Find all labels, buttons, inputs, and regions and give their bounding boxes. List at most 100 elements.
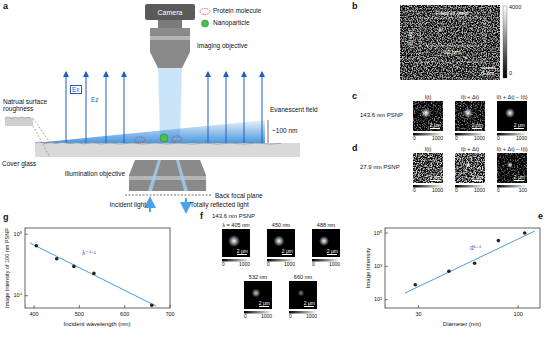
scale-label: 2 μm xyxy=(430,123,441,128)
scale-bar xyxy=(481,67,495,68)
annotation-label: 4000 xyxy=(509,4,521,10)
scale-label: 2 μm xyxy=(282,249,293,254)
annotation-label: 10⁵ xyxy=(14,231,22,237)
annotation-label: 0 xyxy=(509,70,512,76)
scale-label: 2 μm xyxy=(237,249,248,254)
tile-heading: I(t) xyxy=(425,94,432,100)
annotation-label: 10³ xyxy=(374,263,382,269)
annotation-label: 1000 xyxy=(306,314,317,320)
scale-label: 2 μm xyxy=(514,123,525,128)
incident-beam xyxy=(148,160,161,191)
annotation-label: Back focal plane xyxy=(215,192,263,199)
image-ground xyxy=(400,5,500,80)
annotation-label: 1000 xyxy=(432,136,443,142)
diameter-chart xyxy=(385,228,540,308)
particle-spot xyxy=(438,28,443,33)
annotation-label: 0 xyxy=(413,136,416,142)
annotation-label: 1000 xyxy=(329,262,340,268)
tile-heading: I(t) xyxy=(425,146,432,152)
panel-letter: f xyxy=(200,212,203,222)
wavelength-chart xyxy=(25,228,170,308)
camera-mount xyxy=(158,20,182,28)
annotation-label: Incident light xyxy=(110,201,147,208)
annotation-label: Illumination objective xyxy=(65,170,125,177)
roughness-edge xyxy=(5,117,31,118)
annotation-label: 0 xyxy=(497,188,500,194)
annotation-label: ~100 nm xyxy=(272,127,297,134)
annotation-label: 10⁴ xyxy=(14,292,22,298)
field-arrows xyxy=(66,72,262,143)
camera-body: Camera xyxy=(145,4,195,20)
tile-heading: I(t + Δt) xyxy=(461,94,479,100)
annotation-label: Diameter (nm) xyxy=(443,321,481,328)
annotation-label: 600 xyxy=(120,311,129,317)
annotation-label: 1000 xyxy=(239,262,250,268)
annotation-label: 1000 xyxy=(516,136,527,142)
annotation-label: d⁵·⁴ xyxy=(470,244,481,251)
tile-heading: I(t + Δt) − I(t) xyxy=(496,94,527,100)
tile-heading: 488 nm xyxy=(317,222,335,228)
legend-entry: Protein molecule xyxy=(199,7,261,16)
panel-letter: e xyxy=(538,212,543,222)
annotation-label: Ez xyxy=(91,96,99,103)
field-box xyxy=(420,18,485,62)
panel-letter: g xyxy=(3,213,9,223)
annotation-label: Totally reflected light xyxy=(190,201,249,208)
scale-label: 2 μm xyxy=(304,301,315,306)
field-image xyxy=(400,5,507,80)
annotation-label: 143.6 nm PSNP xyxy=(360,112,403,119)
annotation-label: 1000 xyxy=(474,136,485,142)
annotation-label: 27.9 nm PSNP xyxy=(360,164,400,171)
annotation-label: 0 xyxy=(455,136,458,142)
annotation-label: λ⁻⁴·¹ xyxy=(82,249,96,256)
panel-letter: b xyxy=(352,2,358,12)
image-tile: I(t + Δt)2 μm xyxy=(455,101,485,131)
panel-letter: c xyxy=(352,92,357,102)
annotation-label: 1000 xyxy=(474,188,485,194)
annotation-label: 0 xyxy=(267,262,270,268)
image-tile: 660 nm2 μm xyxy=(289,281,317,309)
annotation-label: 500 xyxy=(75,311,84,317)
annotation-label: Evanescent field xyxy=(270,106,318,113)
scale-label: 2 μm xyxy=(472,123,483,128)
annotation-label: 1000 xyxy=(432,188,443,194)
depth-bracket xyxy=(268,120,269,143)
annotation-label: Field of view xyxy=(435,10,468,17)
annotation-label: 10 μm xyxy=(444,49,461,56)
scale-label: 2 μm xyxy=(472,175,483,180)
device-name: Camera xyxy=(158,9,183,16)
illumination-objective xyxy=(129,160,206,191)
image-tile: I(t + Δt)2 μm xyxy=(455,153,485,183)
tile-heading: 532 nm xyxy=(249,274,267,280)
annotation-label: 700 xyxy=(165,311,174,317)
light-cone xyxy=(158,68,182,138)
scale-label: 2 μm xyxy=(430,175,441,180)
tile-heading: 660 nm xyxy=(294,274,312,280)
imaging-objective xyxy=(150,28,190,68)
annotation-label: 0 xyxy=(289,314,292,320)
annotation-label: 0 xyxy=(244,314,247,320)
legend-text: Nanoparticle xyxy=(213,20,250,27)
panel-letter: a xyxy=(3,2,8,12)
cover-glass xyxy=(35,143,300,157)
scale-label: 2 μm xyxy=(259,301,270,306)
objective-band xyxy=(150,36,190,40)
annotation-label: Ex xyxy=(70,85,82,94)
image-tile: I(t + Δt) − I(t)2 μm xyxy=(497,153,527,183)
annotation-label: 143.6 nm PSNP xyxy=(212,213,255,220)
annotation-label: 10¹ xyxy=(374,296,382,302)
annotation-label: 1000 xyxy=(284,262,295,268)
tile-heading: I(t + Δt) xyxy=(461,146,479,152)
annotation-label: Image Intensity xyxy=(365,248,372,289)
reflected-beam xyxy=(176,160,188,191)
image-tile: 450 nm2 μm xyxy=(267,229,295,257)
image-tile: 488 nm2 μm xyxy=(312,229,340,257)
zoom-line xyxy=(33,126,50,157)
image-tile: I(t)2 μm xyxy=(413,153,443,183)
annotation-label: Incident wavelength (nm) xyxy=(63,321,130,328)
annotation-label: ~30 μm xyxy=(407,30,414,50)
scale-label: 2 μm xyxy=(327,249,338,254)
legend-text: Protein molecule xyxy=(213,8,261,15)
image-tile: I(t)2 μm xyxy=(413,101,443,131)
